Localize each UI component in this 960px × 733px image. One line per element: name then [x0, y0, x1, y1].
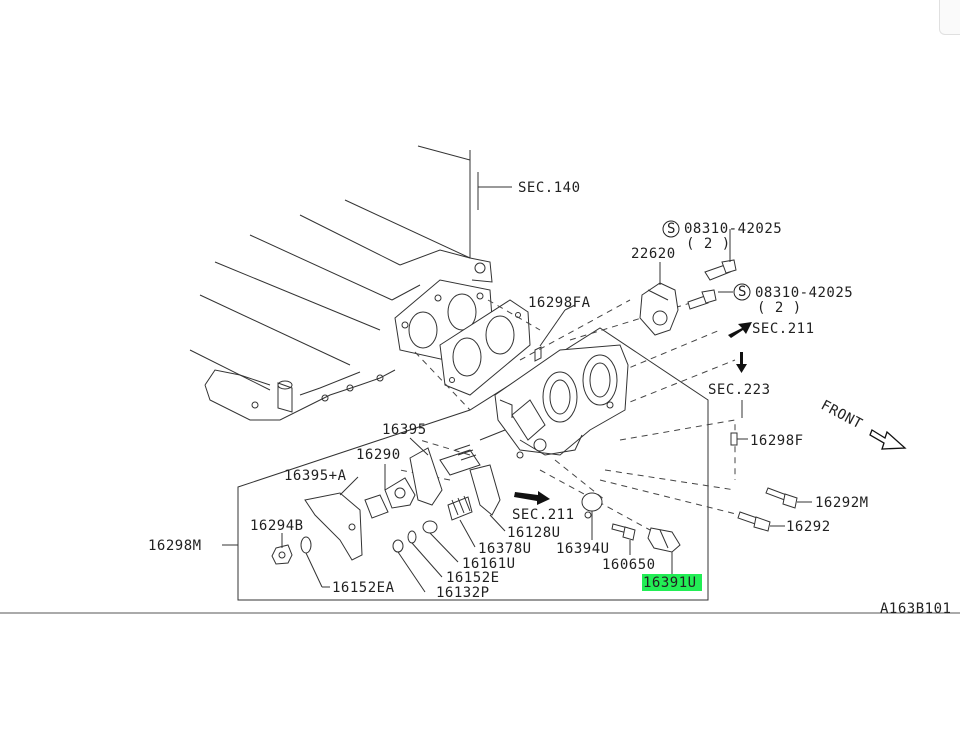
label-22620[interactable]: 22620 [631, 246, 676, 262]
oring-16394u [581, 492, 603, 512]
idle-valve-16395 [409, 429, 506, 506]
washer-16152e [407, 530, 417, 544]
label-ref-a163b101: A163B101 [880, 601, 951, 617]
throttle-position-sensor-22620 [639, 282, 679, 336]
nut-16132p [392, 539, 404, 553]
label-16391u[interactable]: 16391U [643, 575, 697, 591]
label-bolt-qty-top: ( 2 ) [686, 236, 731, 252]
highlight-16391u [642, 574, 702, 591]
label-160650[interactable]: 160650 [602, 557, 656, 573]
screw-160650 [611, 523, 636, 541]
label-s-symbol-1: S [667, 221, 676, 237]
arrow-sec211-lower [514, 491, 550, 505]
pin-16298f [730, 432, 738, 446]
label-16395[interactable]: 16395 [382, 422, 427, 438]
sensor-16391u [647, 527, 681, 553]
label-bolt-08310-42025-bottom[interactable]: 08310-42025 [755, 285, 853, 301]
label-16292m[interactable]: 16292M [815, 495, 869, 511]
label-16132p[interactable]: 16132P [436, 585, 490, 601]
label-s-symbol-2: S [738, 284, 747, 300]
sensor-bolts [687, 259, 737, 310]
washer-16161u [422, 520, 438, 534]
s-symbol-2 [733, 283, 751, 301]
arrow-sec223 [736, 352, 747, 373]
arm-16395a [304, 492, 389, 561]
label-16298m[interactable]: 16298M [148, 538, 202, 554]
washer-16152ea [300, 536, 312, 554]
label-16128u[interactable]: 16128U [507, 525, 561, 541]
throttle-body [494, 344, 629, 459]
label-sec140[interactable]: SEC.140 [518, 180, 581, 196]
arrow-sec211-upper [728, 322, 752, 338]
label-16152ea[interactable]: 16152EA [332, 580, 395, 596]
label-16298f[interactable]: 16298F [750, 433, 804, 449]
s-symbol-1 [662, 220, 680, 238]
label-16298fa[interactable]: 16298FA [528, 295, 591, 311]
label-16152e[interactable]: 16152E [446, 570, 500, 586]
intake-manifold [189, 145, 493, 421]
bracket-16128u [469, 464, 501, 516]
bolt-16292m [765, 487, 812, 509]
assembly-dashes [399, 299, 761, 531]
label-sec211-upper[interactable]: SEC.211 [752, 321, 815, 337]
label-sec211-lower[interactable]: SEC.211 [512, 507, 575, 523]
gasket-16298fa [439, 299, 542, 396]
label-bolt-08310-42025-top[interactable]: 08310-42025 [684, 221, 782, 237]
part-16290 [384, 477, 416, 509]
leader-lines [222, 172, 743, 593]
bolt-16292 [737, 511, 785, 532]
label-16378u[interactable]: 16378U [478, 541, 532, 557]
label-bolt-qty-bottom: ( 2 ) [757, 300, 802, 316]
spring-16378u [447, 495, 473, 521]
label-sec223[interactable]: SEC.223 [708, 382, 771, 398]
label-16294b[interactable]: 16294B [250, 518, 304, 534]
label-front: FRONT [818, 397, 865, 432]
nut-16294b [271, 544, 293, 565]
label-16292[interactable]: 16292 [786, 519, 831, 535]
label-16394u[interactable]: 16394U [556, 541, 610, 557]
window-corner [939, 0, 960, 35]
labels: SEC.140 S 08310-42025 ( 2 ) 22620 S 0831… [148, 180, 951, 617]
front-arrow [869, 429, 907, 450]
label-16395-a[interactable]: 16395+A [284, 468, 347, 484]
label-16290[interactable]: 16290 [356, 447, 401, 463]
label-16161u[interactable]: 16161U [462, 556, 516, 572]
